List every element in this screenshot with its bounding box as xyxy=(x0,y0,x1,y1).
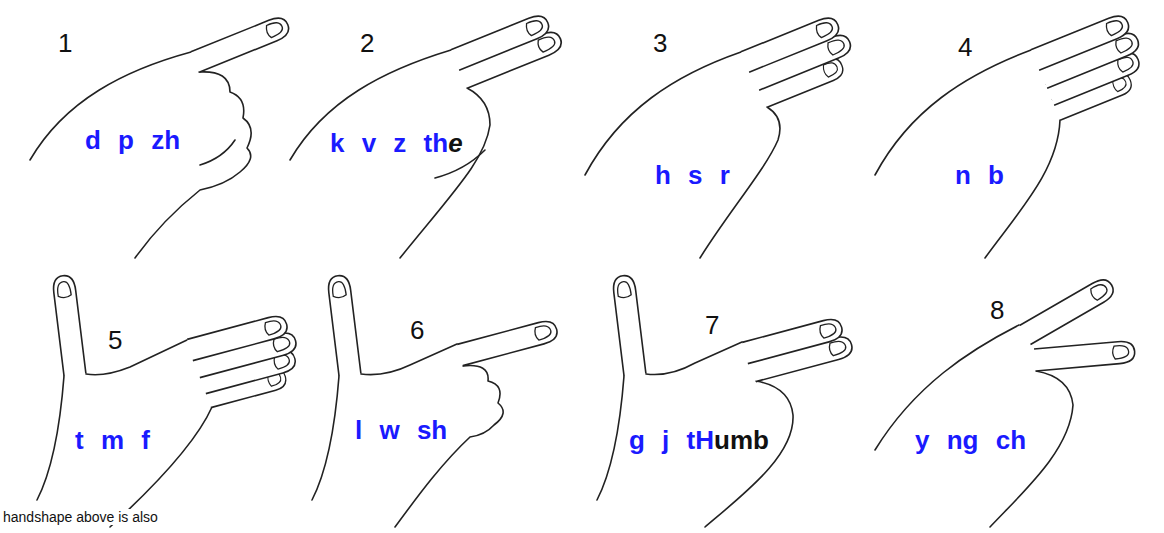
hand-outline xyxy=(585,52,741,175)
thumb-crease xyxy=(200,140,235,165)
label-group: 8 xyxy=(990,295,1004,329)
label-group: t m f xyxy=(75,425,150,459)
label-group: l w sh xyxy=(355,415,447,449)
hand-drawing xyxy=(597,274,854,527)
label-group: 4 xyxy=(958,32,972,66)
handshape-number: 6 xyxy=(410,315,424,345)
consonant-list: d p zh xyxy=(85,125,180,155)
handshape-number: 3 xyxy=(653,28,667,58)
finger xyxy=(1031,12,1132,70)
consonant-list: t m f xyxy=(75,425,150,455)
finger xyxy=(457,318,559,365)
consonant-list: n b xyxy=(955,160,1004,190)
label-group: handshape above is also xyxy=(3,502,158,532)
finger xyxy=(1034,340,1136,371)
hand-outline xyxy=(30,52,191,160)
finger xyxy=(742,316,844,363)
finger xyxy=(187,313,289,360)
hand-outline xyxy=(400,88,490,258)
hand-outline xyxy=(290,50,451,160)
label-group: y ng ch xyxy=(915,425,1026,459)
label-group: 6 xyxy=(410,315,424,349)
word-ending: e xyxy=(448,128,462,158)
hand-drawing xyxy=(312,274,559,527)
hand-outline xyxy=(646,342,742,375)
label-group: d p zh xyxy=(85,125,180,159)
hand-outline xyxy=(395,366,503,527)
handshape-number: 4 xyxy=(958,32,972,62)
handshape-number: 7 xyxy=(705,310,719,340)
consonant-list: l w sh xyxy=(355,415,447,445)
thumb xyxy=(612,274,646,376)
finger xyxy=(451,12,552,70)
handshape-number: 2 xyxy=(360,28,374,58)
label-group: h s r xyxy=(655,160,730,194)
label-group: 2 xyxy=(360,28,374,62)
finger xyxy=(741,14,842,72)
word-ending: umb xyxy=(714,425,769,455)
hand-drawing xyxy=(290,12,564,258)
hand-outline xyxy=(86,340,187,375)
hand-drawing xyxy=(875,275,1136,527)
hand-outline xyxy=(135,72,251,258)
label-group: 5 xyxy=(108,325,122,359)
hand-outline xyxy=(361,344,457,375)
thumb xyxy=(52,274,86,376)
consonant-list: g j tH xyxy=(629,425,714,455)
label-group: 1 xyxy=(58,28,72,62)
consonant-list: h s r xyxy=(655,160,730,190)
note-text: handshape above is also xyxy=(3,509,158,525)
hand-drawing xyxy=(585,14,854,258)
label-group: n b xyxy=(955,160,1004,194)
finger xyxy=(191,14,292,72)
hand-outline xyxy=(875,50,1031,175)
finger xyxy=(1020,275,1118,344)
label-group: k v z the xyxy=(330,128,463,162)
thumb xyxy=(327,274,361,376)
handshape-number: 5 xyxy=(108,325,122,355)
label-group: 7 xyxy=(705,310,719,344)
consonant-list: k v z th xyxy=(330,128,448,158)
hand-drawing xyxy=(30,14,292,258)
handshape-number: 8 xyxy=(990,295,1004,325)
label-group: g j tHumb xyxy=(629,425,769,459)
hand-outline xyxy=(705,381,793,527)
hand-outline xyxy=(312,376,339,500)
hand-drawing xyxy=(37,274,298,527)
label-group: 3 xyxy=(653,28,667,62)
hand-drawing xyxy=(875,12,1142,258)
hand-outline xyxy=(37,376,64,500)
hand-outline xyxy=(597,376,624,500)
consonant-list: y ng ch xyxy=(915,425,1026,455)
handshape-number: 1 xyxy=(58,28,72,58)
